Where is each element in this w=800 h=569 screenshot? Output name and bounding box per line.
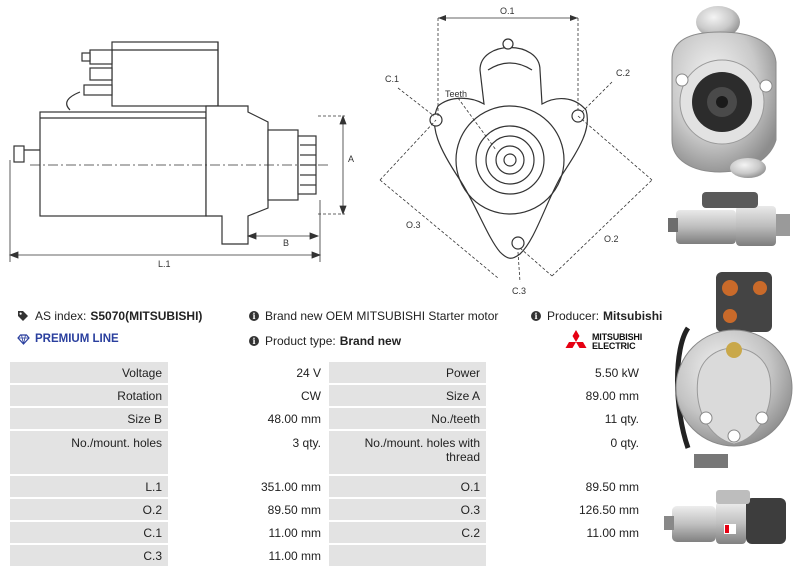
- side-view-drawing: [13, 41, 330, 245]
- technical-drawing: A B L.1 O.1 O.2 O.3 C.1 C.2 C.3 Teeth: [8, 6, 794, 296]
- spec-value: 5.50 kW: [487, 362, 647, 385]
- mitsubishi-diamonds-icon: [565, 330, 587, 348]
- spec-label: O.1: [328, 475, 488, 499]
- spec-value: 89.50 mm: [169, 498, 329, 522]
- spec-value: 3 qty.: [169, 430, 329, 476]
- producer-label: Producer:: [547, 309, 600, 323]
- description-text: Brand new OEM MITSUBISHI Starter motor: [265, 309, 499, 323]
- description-row: i Brand new OEM MITSUBISHI Starter motor: [249, 309, 498, 323]
- product-type-value: Brand new: [339, 334, 402, 348]
- spec-value: 11.00 mm: [169, 521, 329, 545]
- info-icon: i: [531, 311, 541, 321]
- mitsubishi-electric-logo: MITSUBISHI ELECTRIC: [563, 330, 642, 354]
- info-icon: i: [249, 311, 259, 321]
- spec-label: Rotation: [10, 384, 170, 408]
- spec-label: O.2: [10, 498, 170, 522]
- product-type-label: Product type:: [265, 334, 336, 348]
- spec-label: C.1: [10, 521, 170, 545]
- spec-value: 0 qty.: [487, 430, 647, 476]
- spec-value: 11.00 mm: [169, 544, 329, 568]
- dim-o2-label: O.2: [604, 234, 619, 244]
- producer-row: i Producer: Mitsubishi: [531, 309, 662, 323]
- spec-label: No./mount. holes: [10, 430, 170, 476]
- as-index-value: S5070(MITSUBISHI): [90, 309, 203, 323]
- product-type-row: i Product type: Brand new: [249, 334, 401, 348]
- spec-value: 11 qty.: [487, 407, 647, 431]
- spec-label: C.3: [10, 544, 170, 568]
- teeth-label: Teeth: [445, 89, 467, 99]
- premium-line-badge: PREMIUM LINE: [17, 333, 119, 345]
- spec-value: CW: [169, 384, 329, 408]
- side-view-dimensions: [8, 114, 347, 262]
- spec-label: O.3: [328, 498, 488, 522]
- spec-label: No./teeth: [328, 407, 488, 431]
- dim-o1-label: O.1: [500, 6, 515, 16]
- front-view-dimensions: [379, 17, 653, 283]
- spec-value: 89.50 mm: [487, 475, 647, 499]
- product-photo-front[interactable]: [664, 6, 790, 181]
- spec-value: 11.00 mm: [487, 521, 647, 545]
- premium-line-label: PREMIUM LINE: [35, 333, 119, 345]
- spec-value: 351.00 mm: [169, 475, 329, 499]
- as-index-label: AS index:: [35, 309, 87, 323]
- spec-value: 89.00 mm: [487, 384, 647, 408]
- dim-a-label: A: [348, 154, 354, 164]
- spec-label: No./mount. holes with thread: [328, 430, 488, 476]
- product-photo-full-side[interactable]: [664, 484, 794, 559]
- spec-value: 126.50 mm: [487, 498, 647, 522]
- dim-o3-label: O.3: [406, 220, 421, 230]
- info-icon: i: [249, 336, 259, 346]
- tag-icon: [18, 311, 28, 321]
- brand-line1: MITSUBISHI: [592, 332, 643, 342]
- spec-label: [328, 544, 488, 568]
- diamond-icon: [17, 333, 30, 345]
- dim-l1-label: L.1: [158, 259, 171, 269]
- front-view-drawing: [429, 38, 588, 259]
- brand-line2: ELECTRIC: [592, 341, 636, 351]
- dim-b-label: B: [283, 238, 289, 248]
- spec-value: 48.00 mm: [169, 407, 329, 431]
- producer-value: Mitsubishi: [603, 309, 663, 323]
- product-photo-side[interactable]: [664, 186, 794, 256]
- spec-label: Size A: [328, 384, 488, 408]
- spec-value: [487, 544, 647, 568]
- spec-label: Power: [328, 362, 488, 385]
- spec-label: Size B: [10, 407, 170, 431]
- product-photo-rear[interactable]: [664, 268, 794, 478]
- as-index-row: AS index: S5070(MITSUBISHI): [17, 309, 202, 323]
- dim-c1-label: C.1: [385, 74, 399, 84]
- spec-label: L.1: [10, 475, 170, 499]
- dim-c3-label: C.3: [512, 286, 526, 296]
- spec-value: 24 V: [169, 362, 329, 385]
- spec-label: Voltage: [10, 362, 170, 385]
- spec-label: C.2: [328, 521, 488, 545]
- dim-c2-label: C.2: [616, 68, 630, 78]
